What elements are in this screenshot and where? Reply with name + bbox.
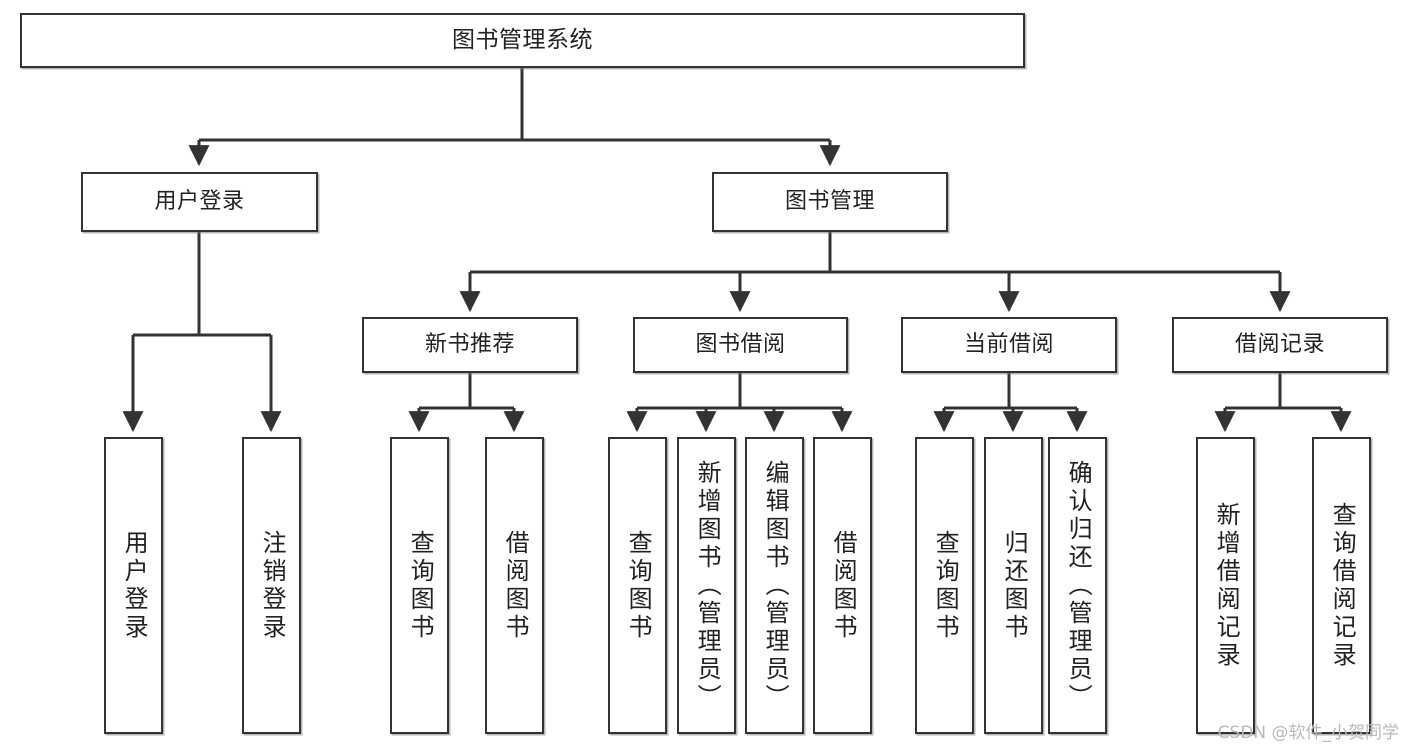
node-root-book-management-system[interactable]: 图书管理系统: [20, 13, 1025, 68]
leaf-current-borrow-confirm-return[interactable]: 确认归还（管理员）: [1048, 437, 1107, 734]
leaf-borrow-record-add[interactable]: 新增借阅记录: [1196, 437, 1255, 734]
node-label: 注销登录: [258, 529, 287, 642]
node-label: 借阅记录: [1234, 331, 1325, 357]
leaf-user-login-login[interactable]: 用户登录: [104, 437, 163, 734]
node-label: 用户登录: [154, 188, 245, 214]
leaf-user-login-logout[interactable]: 注销登录: [242, 437, 301, 734]
node-label: 查询图书: [931, 529, 960, 642]
node-label: 编辑图书（管理员）: [761, 459, 790, 712]
leaf-book-borrow-add[interactable]: 新增图书（管理员）: [677, 437, 736, 734]
node-borrow-record[interactable]: 借阅记录: [1172, 317, 1388, 373]
node-label: 用户登录: [120, 529, 149, 642]
node-label: 图书管理: [784, 188, 875, 214]
leaf-borrow-record-query[interactable]: 查询借阅记录: [1312, 437, 1371, 734]
node-user-login[interactable]: 用户登录: [81, 172, 318, 232]
node-label: 新增图书（管理员）: [693, 459, 722, 712]
node-book-management[interactable]: 图书管理: [712, 172, 948, 232]
node-current-borrow[interactable]: 当前借阅: [901, 317, 1117, 373]
node-label: 图书管理系统: [452, 27, 593, 54]
leaf-current-borrow-query[interactable]: 查询图书: [915, 437, 974, 734]
node-book-borrow[interactable]: 图书借阅: [633, 317, 848, 373]
node-label: 当前借阅: [963, 331, 1054, 357]
node-label: 查询图书: [406, 529, 435, 642]
node-label: 新增借阅记录: [1212, 501, 1241, 670]
node-label: 查询图书: [624, 529, 653, 642]
watermark-text: CSDN @软件_小贺同学: [1217, 723, 1399, 743]
leaf-book-borrow-edit[interactable]: 编辑图书（管理员）: [745, 437, 804, 734]
leaf-current-borrow-return[interactable]: 归还图书: [984, 437, 1043, 734]
node-label: 归还图书: [1000, 529, 1029, 642]
node-label: 新书推荐: [424, 331, 515, 357]
node-label: 借阅图书: [501, 529, 530, 642]
node-label: 图书借阅: [695, 331, 786, 357]
leaf-new-book-borrow[interactable]: 借阅图书: [485, 437, 544, 734]
node-label: 确认归还（管理员）: [1064, 459, 1093, 712]
node-label: 查询借阅记录: [1328, 501, 1357, 670]
node-label: 借阅图书: [829, 529, 858, 642]
node-new-book-recommend[interactable]: 新书推荐: [362, 317, 578, 373]
leaf-book-borrow-borrow[interactable]: 借阅图书: [813, 437, 872, 734]
leaf-new-book-query[interactable]: 查询图书: [390, 437, 449, 734]
leaf-book-borrow-query[interactable]: 查询图书: [608, 437, 667, 734]
